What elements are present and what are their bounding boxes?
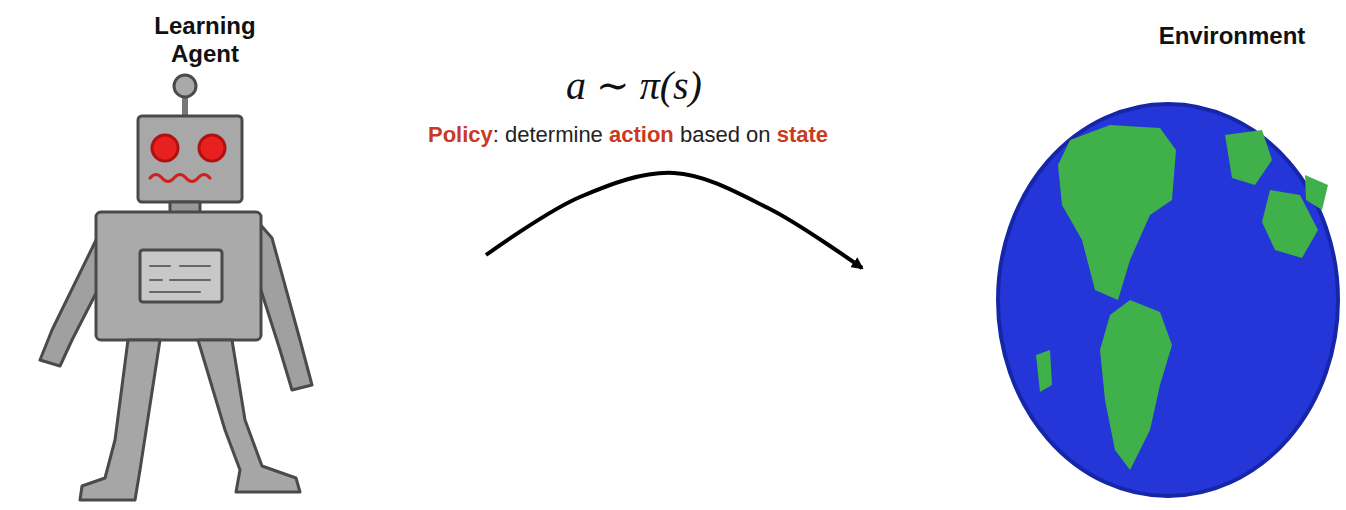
environment-region: Environment xyxy=(872,0,1342,508)
caption-word: : determine xyxy=(493,122,603,147)
node-title: Environment xyxy=(1132,22,1332,50)
caption-word: Policy xyxy=(428,122,493,147)
robot-figure xyxy=(40,75,312,500)
policy-caption: Policy: determineactionbased onstate xyxy=(428,122,828,148)
caption-word: action xyxy=(609,122,674,147)
node-title: Learning Agent xyxy=(130,12,280,67)
policy-arrow xyxy=(486,173,862,268)
caption-word: based on xyxy=(680,122,771,147)
policy-formula: a ∼ π(s) xyxy=(566,62,702,109)
caption-word: state xyxy=(777,122,828,147)
globe-figure xyxy=(998,104,1338,496)
agent-region: Learning Agent xyxy=(0,0,480,508)
